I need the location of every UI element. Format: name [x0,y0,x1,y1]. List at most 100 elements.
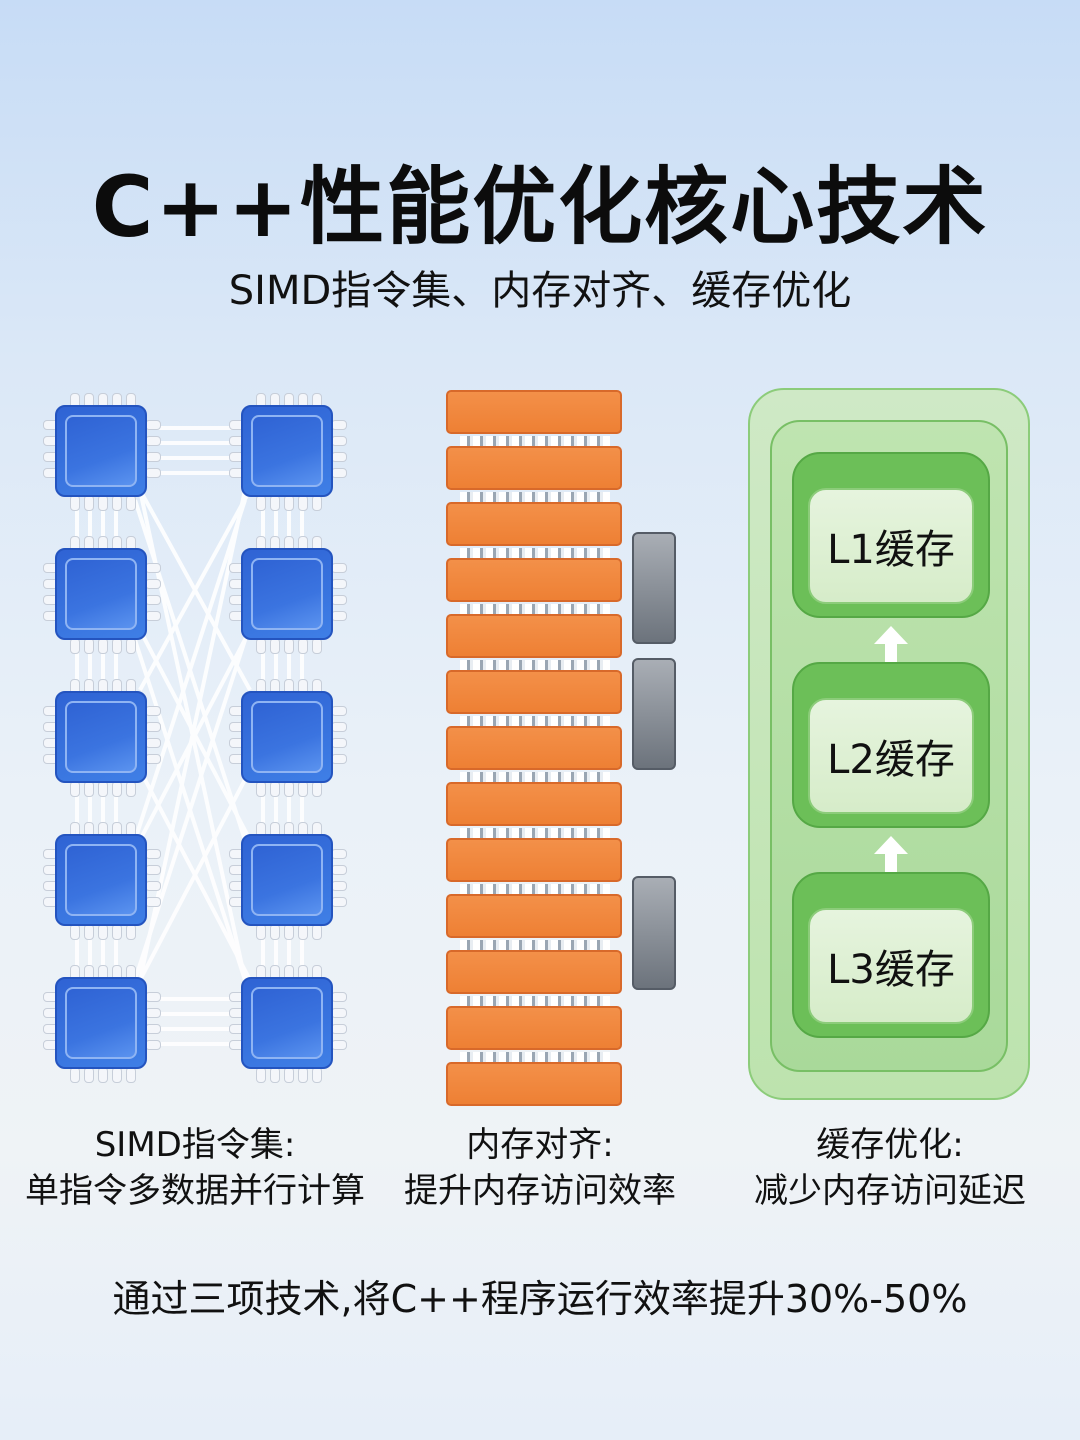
chip-pin [298,638,308,654]
cpu-chip-icon [40,819,161,940]
chip-pin [331,1040,347,1050]
memory-block [446,1006,622,1050]
memory-block [446,446,622,490]
memory-pins [460,716,610,726]
chip-pin [145,865,161,875]
chip-pin [298,924,308,940]
chip-pin [70,1067,80,1083]
chip-pin [145,754,161,764]
chip-pin [145,992,161,1002]
cpu-chip-icon [226,962,347,1083]
cpu-chip-icon [40,390,161,511]
chip-pin [70,924,80,940]
chip-pin [70,495,80,511]
chip-pin [145,706,161,716]
chip-pin [331,706,347,716]
chip-pin [112,1067,122,1083]
chip-pin [270,924,280,940]
cache-container: L1缓存 L2缓存 L3缓存 [770,420,1008,1072]
memory-block [446,1062,622,1106]
chip-pin [270,638,280,654]
chip-pin [270,781,280,797]
memory-block [446,614,622,658]
memory-caption: 内存对齐: 提升内存访问效率 [390,1122,690,1214]
chip-pin [331,452,347,462]
chip-pin [98,924,108,940]
chip-pin [145,1024,161,1034]
chip-pin [331,436,347,446]
memory-pins [460,772,610,782]
cache-label: L1缓存 [808,488,974,604]
chip-pin [84,495,94,511]
chip-pin [270,495,280,511]
caption-desc: 减少内存访问延迟 [754,1171,1026,1211]
memory-pins [460,660,610,670]
chip-pin [145,452,161,462]
chip-pin [145,722,161,732]
chip-pin [331,754,347,764]
cpu-chip-icon [226,819,347,940]
cpu-chip-icon [226,390,347,511]
chip-pin [70,781,80,797]
memory-block [446,502,622,546]
chip-pin [298,781,308,797]
chip-pin [126,1067,136,1083]
chip-pin [145,1008,161,1018]
chip-pin [145,881,161,891]
cpu-chip-icon [226,676,347,797]
chip-pin [145,436,161,446]
chip-pin [331,579,347,589]
caption-desc: 单指令多数据并行计算 [25,1171,365,1211]
chip-pin [331,881,347,891]
page-subtitle: SIMD指令集、内存对齐、缓存优化 [228,268,852,314]
chip-pin [98,638,108,654]
chip-pin [284,638,294,654]
caption-title: 内存对齐: [466,1125,614,1165]
simd-caption: SIMD指令集: 单指令多数据并行计算 [10,1122,380,1214]
chip-pin [331,420,347,430]
chip-pin [284,924,294,940]
chip-pin [331,1008,347,1018]
chip-pin [270,1067,280,1083]
chip-pin [298,1067,308,1083]
chip-pin [312,495,322,511]
page-title: C++性能优化核心技术 [91,158,989,256]
memory-pins [460,436,610,446]
chip-pin [312,638,322,654]
chip-pin [331,468,347,478]
chip-pin [145,849,161,859]
caption-title: SIMD指令集: [94,1125,296,1165]
memory-block [446,670,622,714]
chip-pin [331,738,347,748]
chip-pin [331,897,347,907]
chip-pin [298,495,308,511]
memory-pins [460,996,610,1006]
chip-pin [284,781,294,797]
memory-pins [460,492,610,502]
cpu-chip-icon [226,533,347,654]
chip-pin [84,1067,94,1083]
alignment-marker [632,532,676,644]
chip-pin [312,781,322,797]
chip-pin [98,495,108,511]
chip-pin [145,897,161,907]
chip-pin [256,781,266,797]
cpu-chip-icon [40,962,161,1083]
chip-pin [126,495,136,511]
chip-pin [145,468,161,478]
memory-block [446,558,622,602]
chip-pin [331,849,347,859]
chip-pin [331,992,347,1002]
memory-pins [460,940,610,950]
memory-diagram [446,390,686,1110]
chip-pin [256,638,266,654]
chip-pin [112,924,122,940]
chip-pin [145,563,161,573]
caption-title: 缓存优化: [816,1125,964,1165]
chip-pin [331,722,347,732]
chip-pin [112,781,122,797]
chip-pin [145,611,161,621]
chip-pin [126,781,136,797]
chip-pin [331,1024,347,1034]
chip-pin [98,1067,108,1083]
